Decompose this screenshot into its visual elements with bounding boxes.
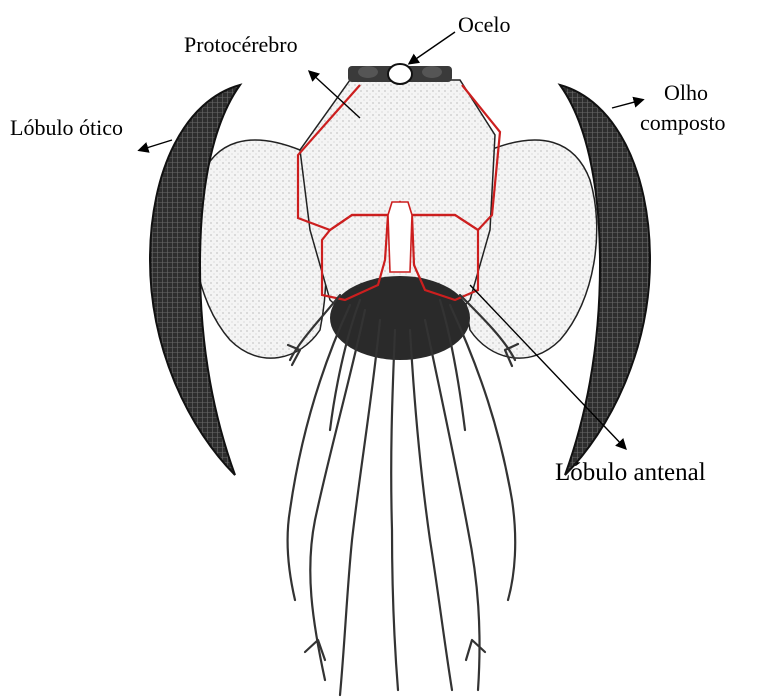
olho-composto-label-line1: Olho bbox=[664, 80, 708, 105]
lobulo-antenal-label: Lóbulo antenal bbox=[555, 459, 706, 486]
ocelo-label: Ocelo bbox=[458, 12, 511, 37]
ocelli bbox=[348, 64, 452, 84]
ocelo-arrow bbox=[410, 32, 455, 63]
suboesophageal-mass bbox=[330, 276, 470, 360]
olho-composto-arrow bbox=[612, 100, 642, 108]
lobulo-otico-label: Lóbulo ótico bbox=[10, 115, 123, 140]
lobulo-otico-arrow bbox=[140, 140, 172, 150]
protocerebro-label: Protocérebro bbox=[184, 32, 298, 57]
midline-notch bbox=[388, 202, 412, 272]
olho-composto-label-line2: composto bbox=[640, 110, 726, 135]
